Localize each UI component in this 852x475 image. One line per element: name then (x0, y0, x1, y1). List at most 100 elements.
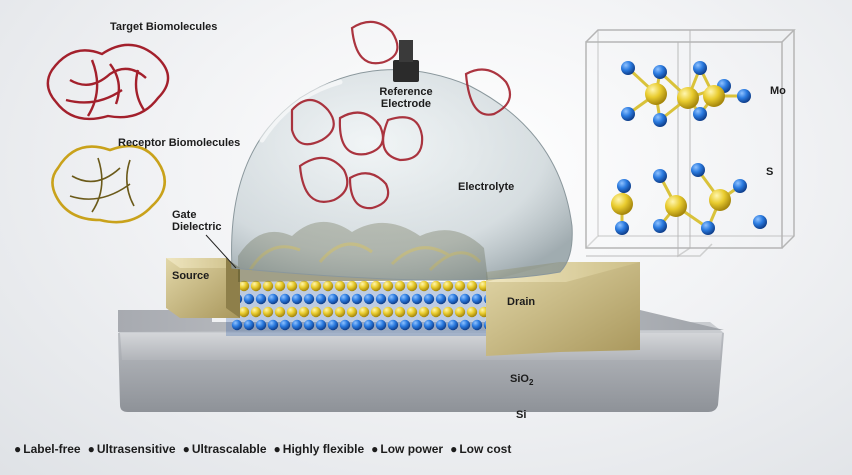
mo-atom (279, 293, 291, 305)
s-atom (238, 306, 250, 318)
target-biomolecules-illustration (46, 43, 170, 121)
sio2-label: SiO2 (510, 373, 534, 387)
s-atom (358, 280, 370, 292)
mo-atom (315, 293, 327, 305)
mo-atom (339, 319, 351, 331)
reference-electrode (393, 40, 419, 82)
s-atom (418, 306, 430, 318)
reference-electrode-label-line1: Reference (379, 86, 432, 98)
mo-atom (677, 87, 699, 109)
mo-atom (231, 319, 243, 331)
bullet-icon: ● (371, 442, 379, 456)
drain-label: Drain (507, 296, 535, 308)
s-atom (701, 221, 715, 235)
s-atom (442, 280, 454, 292)
s-atom (262, 306, 274, 318)
mo-atom (447, 293, 459, 305)
mo-atom (665, 195, 687, 217)
gate-dielectric-label-line1: Gate (172, 209, 196, 221)
feature-item: ●Low power (371, 442, 443, 456)
mo-atom (471, 293, 483, 305)
mo-atom (387, 293, 399, 305)
s-atom (653, 65, 667, 79)
s-atom (621, 107, 635, 121)
mo-atom (387, 319, 399, 331)
s-atom (346, 306, 358, 318)
electrolyte-droplet (231, 69, 573, 281)
s-atom (322, 306, 334, 318)
s-atom (382, 306, 394, 318)
mo-label: Mo (770, 85, 786, 97)
s-atom (382, 280, 394, 292)
s-atom (621, 61, 635, 75)
target-biomolecules-label: Target Biomolecules (110, 21, 217, 33)
bullet-icon: ● (87, 442, 95, 456)
mo-atom (411, 293, 423, 305)
mo-atom (423, 293, 435, 305)
s-atom (334, 280, 346, 292)
mo-atom (447, 319, 459, 331)
s-atom (334, 306, 346, 318)
mo-atom (303, 293, 315, 305)
s-atom (617, 179, 631, 193)
bullet-icon: ● (182, 442, 190, 456)
mo-atom (375, 319, 387, 331)
mo-atom (435, 319, 447, 331)
s-atom (737, 89, 751, 103)
source-label: Source (172, 270, 209, 282)
feature-label: Low power (380, 442, 444, 456)
s-atom (466, 306, 478, 318)
mo-atom (611, 193, 633, 215)
bullet-icon: ● (273, 442, 281, 456)
feature-label: Ultrasensitive (96, 442, 176, 456)
s-atom (394, 306, 406, 318)
feature-item: ●Ultrasensitive (88, 442, 176, 456)
mo-atom (243, 319, 255, 331)
reference-electrode-label-line2: Electrode (381, 98, 431, 110)
mo-atom (435, 293, 447, 305)
s-atom (691, 163, 705, 177)
s-atom (753, 215, 767, 229)
mo-atom (243, 293, 255, 305)
mo-atom (375, 293, 387, 305)
mo-atom (645, 83, 667, 105)
s-atom (322, 280, 334, 292)
s-atom (370, 306, 382, 318)
receptor-biomolecules-label: Receptor Biomolecules (118, 137, 240, 149)
s-atom (615, 221, 629, 235)
s-atom (693, 107, 707, 121)
mo-atom (267, 293, 279, 305)
s-atom (733, 179, 747, 193)
s-atom (430, 280, 442, 292)
mo-atom (363, 293, 375, 305)
mo-atom (303, 319, 315, 331)
mo-atom (399, 319, 411, 331)
mo-atom (327, 319, 339, 331)
s-atom (653, 169, 667, 183)
source-electrode (166, 258, 240, 318)
gate-dielectric-label-line2: Dielectric (172, 221, 222, 233)
feature-list: ●Label-free●Ultrasensitive●Ultrascalable… (14, 442, 518, 456)
feature-item: ●Ultrascalable (183, 442, 267, 456)
s-atom (274, 306, 286, 318)
mo-atom (351, 293, 363, 305)
mo-atom (291, 293, 303, 305)
mo-atom (709, 189, 731, 211)
s-atom (310, 306, 322, 318)
mo-atom (255, 293, 267, 305)
electrolyte-label: Electrolyte (458, 181, 514, 193)
s-atom (406, 280, 418, 292)
mo-atom (459, 293, 471, 305)
target-proteins-in-droplet (290, 20, 512, 210)
mo-atom (459, 319, 471, 331)
feature-item: ●Highly flexible (274, 442, 365, 456)
s-atom (693, 61, 707, 75)
mo-atom (255, 319, 267, 331)
bullet-icon: ● (450, 442, 458, 456)
s-atom (653, 219, 667, 233)
bullet-icon: ● (14, 442, 22, 456)
s-label: S (766, 166, 773, 178)
s-atom (250, 280, 262, 292)
sio2-label-base: SiO (510, 373, 529, 385)
